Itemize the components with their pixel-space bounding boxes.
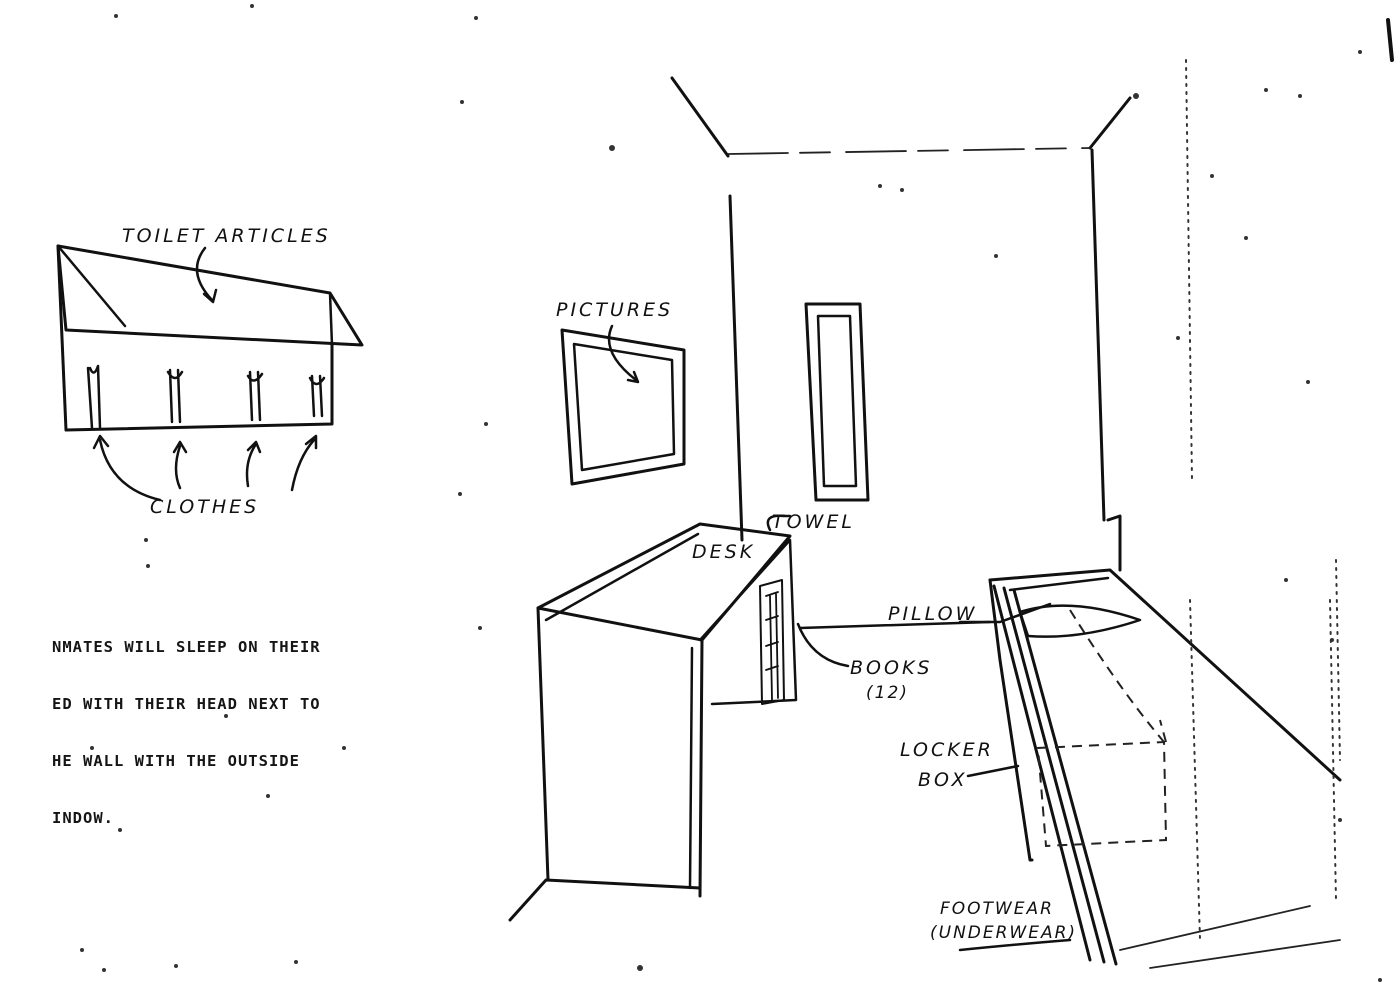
floor-under-bed: [1119, 905, 1341, 969]
ceiling-back-line: [727, 147, 1091, 155]
pillow-pointer: [958, 602, 1052, 624]
speckle-column-1: [1185, 59, 1193, 481]
desk-front-right-leg: [698, 638, 704, 898]
desk-label: DESK: [692, 541, 755, 563]
speckle-column-2: [1335, 559, 1341, 761]
books-count-label: (12): [866, 683, 909, 703]
floor-back-line: [798, 620, 992, 630]
toilet-articles-arrow: [195, 246, 214, 302]
underwear-label: (UNDERWEAR): [930, 923, 1077, 943]
clothes-label: CLOTHES: [150, 496, 259, 518]
locker-label: LOCKER: [900, 739, 994, 761]
clothes-hook-1: [86, 364, 102, 430]
note-line-3: HE WALL WITH THE OUTSIDE: [52, 752, 300, 770]
shelf-top: [56, 244, 364, 347]
shelf-right-edge: [328, 291, 334, 347]
clothes-arrow-3: [245, 440, 262, 488]
bed-front-post: [988, 578, 1034, 862]
tall-window-frame: [804, 302, 870, 502]
clothes-arrow-4: [290, 434, 318, 492]
clothes-hook-2: [166, 368, 184, 424]
pillow-shape: [1018, 604, 1142, 638]
clothes-hook-4: [308, 374, 326, 418]
room-illustration: PICTURES TOWEL DESK PILLOW BOOKS (12) LO…: [508, 76, 1342, 969]
bed-rail: [992, 584, 1118, 966]
clothes-hook-3: [246, 370, 264, 422]
scan-speckles: [80, 4, 1382, 982]
pictures-label: PICTURES: [556, 299, 673, 321]
locker-box-outline: [1036, 719, 1168, 848]
bed-dotted-right: [1189, 599, 1337, 941]
note-line-2: ED WITH THEIR HEAD NEXT TO: [52, 695, 321, 713]
back-wall-right-corner: [1090, 148, 1106, 522]
pictures-arrow: [607, 324, 640, 384]
ceiling-right-edge: [1088, 96, 1132, 150]
box-label: BOX: [918, 769, 968, 791]
bed-frame-far-edge: [988, 568, 1342, 782]
bed-headboard-post: [1106, 514, 1122, 572]
desk-top: [536, 522, 792, 642]
bed: [988, 514, 1342, 969]
footwear-pointer: [958, 938, 1072, 952]
towel-label: TOWEL: [772, 511, 855, 533]
desk-side-panel: [698, 538, 798, 706]
shelf-illustration: TOILET ARTICLES CLOTHES: [56, 225, 364, 518]
inmate-sleeping-note: NMATES WILL SLEEP ON THEIR ED WITH THEIR…: [52, 600, 452, 847]
locker-pointer: [966, 764, 1020, 778]
pillow-label: PILLOW: [888, 603, 977, 625]
bed-mattress-curve: [1069, 609, 1165, 743]
books-label: BOOKS: [850, 657, 932, 679]
toilet-articles-label: TOILET ARTICLES: [122, 225, 331, 247]
shelf-diagonal: [56, 244, 127, 328]
desk: [508, 522, 798, 922]
note-line-1: NMATES WILL SLEEP ON THEIR: [52, 638, 321, 656]
desk-front-left-leg: [536, 606, 550, 882]
shelf-backboard: [56, 244, 334, 432]
desk-base: [508, 878, 702, 922]
books-pointer: [796, 622, 850, 668]
toilet-articles-arrowhead: [202, 288, 218, 304]
note-line-4: INDOW.: [52, 809, 114, 827]
scan-edge-mark: [1386, 18, 1394, 62]
footwear-label: FOOTWEAR: [940, 899, 1054, 919]
books-stack: [759, 579, 785, 705]
clothes-arrow-1: [92, 434, 162, 502]
clothes-arrow-2: [172, 440, 188, 490]
ceiling-left-edge: [670, 76, 730, 158]
towel-pointer: [766, 514, 792, 532]
back-wall-left-corner: [728, 194, 744, 542]
picture-frame: [560, 328, 686, 486]
